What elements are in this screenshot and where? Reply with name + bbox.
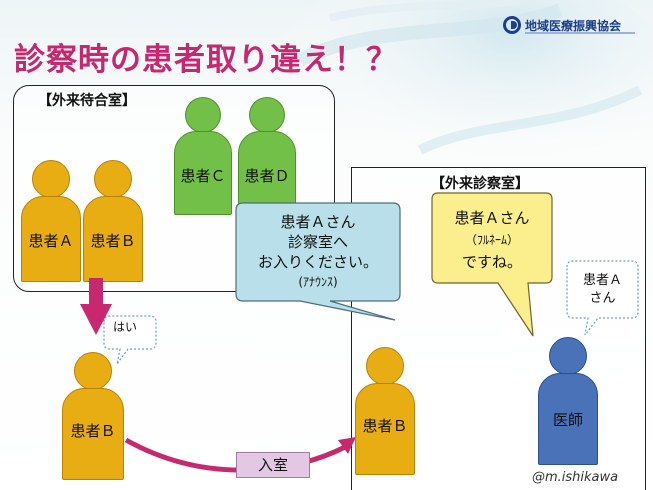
hai-bubble: [103, 315, 157, 365]
announcement-line3: お入りください。: [257, 253, 378, 271]
organization-logo: 地域医療振興協会: [503, 12, 645, 38]
logo-underline: [525, 32, 635, 34]
slide-title: 診察時の患者取り違え！？: [14, 42, 398, 78]
organization-logo-icon: [503, 16, 521, 34]
announcement-text: 患者Ａさん 診察室へ お入りください。 (ｱﾅｳﾝｽ): [236, 212, 400, 292]
enter-room-label: 入室: [236, 452, 310, 478]
exam-room-patient-b-label: 患者Ｂ: [362, 417, 408, 435]
patient-d-figure: 患者Ｄ: [238, 97, 296, 215]
doctor-call-line1: 患者Ａ: [582, 273, 622, 288]
hai-reply: はい: [113, 320, 138, 334]
doctor-question-bubble: [431, 192, 553, 337]
patient-c-figure: 患者Ｃ: [174, 97, 232, 215]
doctor-question-line3: ですね。: [461, 253, 522, 271]
waiting-room-label: 【外来待合室】: [38, 93, 136, 109]
doctor-question-line1: 患者Ａさん: [454, 209, 530, 227]
patient-b-label: 患者Ｂ: [90, 232, 136, 250]
move-down-arrow-icon: [80, 278, 112, 335]
doctor-call-line2: さん: [589, 291, 616, 306]
patient-b-figure: 患者Ｂ: [83, 160, 143, 282]
moved-patient-b-label: 患者Ｂ: [70, 422, 116, 440]
doctor-label: 医師: [552, 411, 583, 429]
patient-a-label: 患者Ａ: [28, 232, 74, 250]
exam-room-patient-b-figure: 患者Ｂ: [355, 347, 415, 475]
doctor-question-note: （ﾌﾙﾈｰﾑ）: [464, 233, 519, 247]
announcement-bubble: [235, 202, 401, 321]
organization-name: 地域医療振興協会: [525, 18, 622, 33]
doctor-call-bubble: [566, 260, 639, 336]
patient-d-label: 患者Ｄ: [244, 167, 290, 185]
announcement-line1: 患者Ａさん: [280, 213, 356, 231]
exam-room-label: 【外来診察室】: [431, 176, 529, 192]
announcement-line2: 診察室へ: [287, 233, 348, 251]
author-signature: @m.ishikawa: [532, 470, 619, 485]
announcement-note: (ｱﾅｳﾝｽ): [298, 275, 338, 289]
patient-c-label: 患者Ｃ: [180, 167, 226, 185]
patient-a-figure: 患者Ａ: [21, 160, 81, 282]
doctor-call-text: 患者Ａ さん: [567, 272, 638, 308]
moved-patient-b-figure: 患者Ｂ: [62, 352, 124, 480]
doctor-question-text: 患者Ａさん （ﾌﾙﾈｰﾑ） ですね。: [432, 207, 552, 273]
doctor-figure: 医師: [538, 337, 598, 465]
